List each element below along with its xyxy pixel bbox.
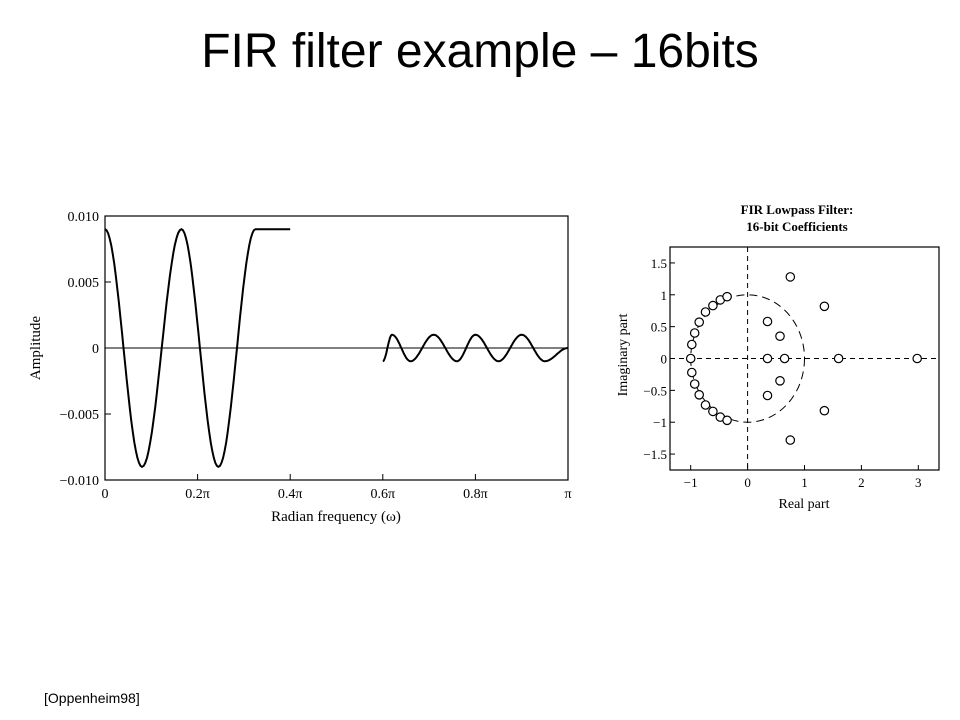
x-tick-label: 0.6π: [371, 487, 396, 502]
amplitude-chart-xlabel: Radian frequency (ω): [271, 509, 401, 525]
x-tick-label: 0.8π: [463, 487, 488, 502]
zero-marker: [722, 415, 732, 426]
y-tick-label: −1: [653, 415, 667, 430]
zero-marker: [686, 367, 697, 378]
y-tick-label: 1.5: [651, 256, 667, 271]
y-tick-label: 0: [661, 352, 668, 367]
zero-marker: [819, 301, 830, 312]
pole-zero-title: FIR Lowpass Filter:: [741, 202, 854, 217]
zero-marker: [779, 353, 790, 364]
x-tick-label: 0: [102, 487, 109, 502]
x-tick-label: 1: [801, 475, 808, 490]
zero-marker: [708, 406, 718, 417]
y-tick-label: 1: [661, 288, 668, 303]
pole-zero-ylabel: Imaginary part: [616, 313, 631, 396]
zero-marker: [700, 400, 711, 410]
zero-marker: [785, 435, 796, 445]
zero-marker: [685, 353, 696, 364]
zero-marker: [722, 291, 732, 302]
zero-marker: [833, 353, 844, 364]
y-tick-label: 0.5: [651, 320, 667, 335]
pole-zero-subtitle: 16-bit Coefficients: [746, 219, 847, 234]
y-tick-label: 0: [92, 342, 99, 357]
zero-marker: [775, 331, 785, 341]
x-tick-label: 0: [744, 475, 751, 490]
zero-marker: [785, 272, 796, 282]
amplitude-chart-ylabel: Amplitude: [28, 316, 44, 381]
y-tick-label: −1.5: [643, 447, 667, 462]
zero-marker: [700, 307, 711, 317]
y-tick-label: 0.005: [68, 276, 100, 291]
x-tick-label: 2: [858, 475, 865, 490]
zero-marker: [775, 375, 785, 386]
zero-marker: [694, 317, 704, 327]
zero-marker: [762, 353, 773, 364]
pole-zero-xlabel: Real part: [779, 497, 830, 512]
zero-marker: [762, 390, 773, 401]
zero-marker: [819, 405, 830, 416]
y-tick-label: −0.010: [60, 474, 99, 489]
series-line-stopband: [382, 333, 569, 363]
x-tick-label: 3: [915, 475, 922, 490]
x-tick-label: π: [564, 487, 571, 502]
zero-marker: [708, 300, 718, 311]
series-line-passband: [104, 228, 291, 468]
slide-title: FIR filter example – 16bits: [201, 25, 759, 78]
y-tick-label: −0.005: [60, 408, 99, 423]
zero-marker: [689, 379, 700, 389]
zero-marker: [689, 328, 700, 338]
y-tick-label: −0.5: [643, 383, 667, 398]
x-tick-label: 0.4π: [278, 487, 303, 502]
citation: [Oppenheim98]: [44, 690, 140, 706]
zero-marker: [694, 389, 704, 400]
zero-marker: [912, 353, 922, 364]
zero-marker: [686, 339, 697, 350]
zero-marker: [762, 316, 773, 327]
x-tick-label: 0.2π: [185, 487, 210, 502]
x-tick-label: −1: [684, 475, 698, 490]
y-tick-label: 0.010: [68, 210, 100, 225]
